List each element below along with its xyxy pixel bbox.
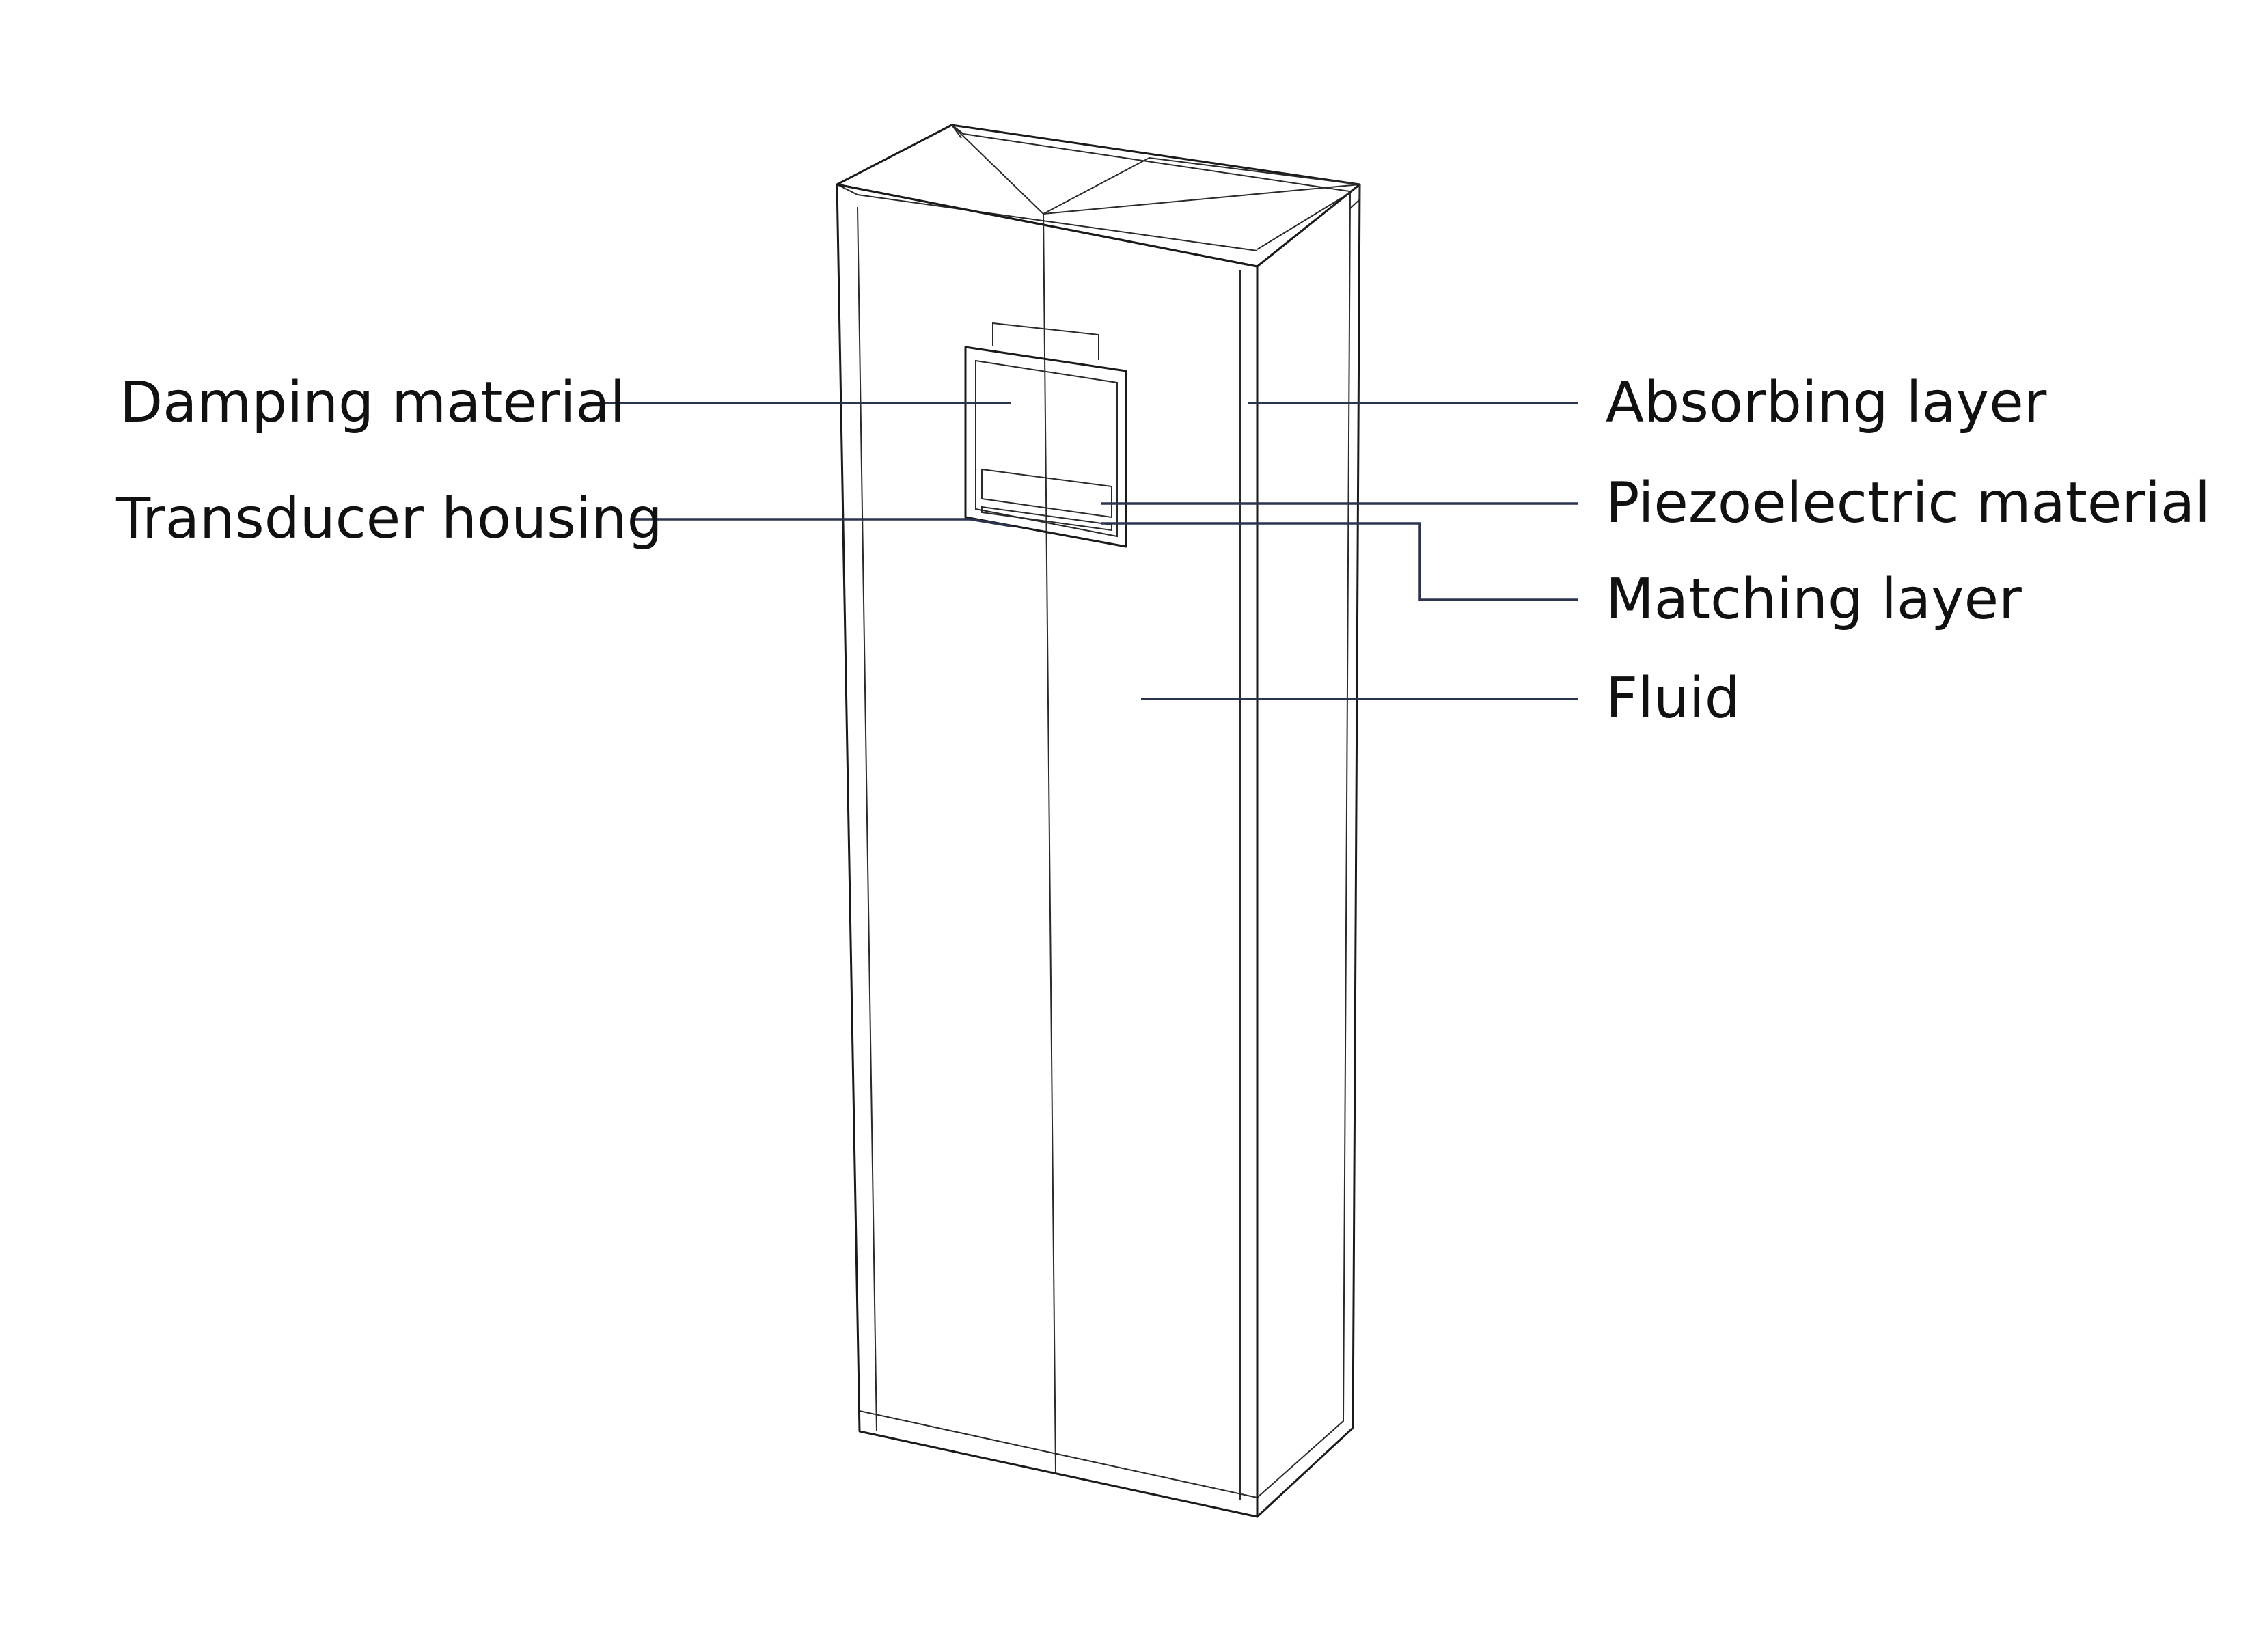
label-piezoelectric-material: Piezoelectric material — [1606, 471, 2210, 536]
top-face-mesh-line — [951, 124, 962, 139]
front-face-left-band — [857, 206, 877, 1432]
top-face-back-band — [951, 124, 1350, 192]
side-face-edge-inner — [1349, 184, 1360, 209]
label-matching-layer: Matching layer — [1606, 567, 2022, 632]
box-front-face — [836, 183, 1259, 1518]
matching-layer-element — [981, 506, 1112, 532]
label-transducer-housing: Transducer housing — [115, 486, 663, 551]
leader-lines — [596, 402, 1578, 700]
damping-material-region — [975, 359, 1118, 538]
front-face-bottom-band — [859, 1410, 1258, 1498]
leader-matching-layer — [1101, 522, 1578, 601]
top-face-inner-band — [836, 184, 1258, 251]
transducer-housing-outline — [964, 346, 1127, 548]
labels: Damping material Transducer housing Abso… — [115, 370, 2210, 731]
piezoelectric-element — [981, 468, 1112, 519]
domain-box — [836, 124, 1361, 1518]
housing-top-tab — [992, 322, 1099, 360]
label-fluid: Fluid — [1606, 666, 1740, 731]
leader-transducer-housing — [634, 518, 1012, 527]
top-face-mesh — [951, 124, 1360, 215]
top-face-mesh-line — [1043, 184, 1360, 215]
side-face-band — [1257, 191, 1352, 1498]
box-top-face — [836, 124, 1361, 268]
label-damping-material: Damping material — [120, 370, 625, 435]
label-absorbing-layer: Absorbing layer — [1606, 370, 2047, 435]
transducer — [964, 322, 1127, 548]
front-face-center-seam — [1043, 213, 1056, 1473]
